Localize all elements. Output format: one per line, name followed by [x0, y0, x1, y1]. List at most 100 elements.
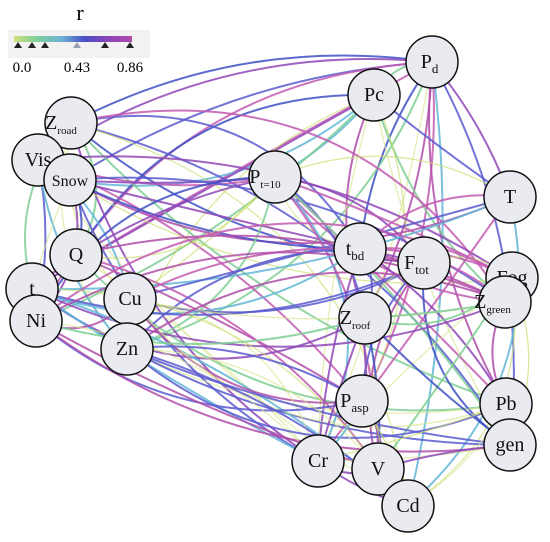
- node-circle: [291, 434, 345, 488]
- node-circle: [9, 294, 63, 348]
- node-label: T: [504, 186, 516, 208]
- network-edge: [70, 114, 361, 250]
- node-circle: [351, 442, 405, 496]
- network-edge: [70, 54, 433, 124]
- node-ftot: Ftot: [397, 236, 451, 290]
- node-label-subscript: d: [432, 61, 439, 76]
- node-q: Q: [49, 228, 103, 282]
- node-label: Vis: [25, 149, 52, 171]
- node-pasp: Pasp: [335, 374, 389, 428]
- node-pt10: Pt=10: [248, 150, 302, 204]
- node-circle: [335, 374, 389, 428]
- node-circle: [347, 68, 401, 122]
- node-circle: [483, 170, 537, 224]
- network-edge: [31, 288, 319, 462]
- node-label: Ni: [26, 310, 46, 332]
- node-label: Pasp: [340, 390, 368, 415]
- network-edge: [274, 155, 511, 198]
- node-label: Pt=10: [249, 166, 281, 191]
- node-cd: Cd: [381, 479, 435, 533]
- node-snow: Snow: [43, 153, 97, 207]
- node-circle: [333, 222, 387, 276]
- legend-tick-marker: [126, 42, 134, 48]
- node-label-subscript: tot: [415, 262, 429, 277]
- node-label: gen: [496, 434, 525, 456]
- node-label: Cr: [308, 450, 328, 472]
- node-label: tbd: [346, 238, 365, 263]
- color-legend: r 0.0 0.43 0.86: [8, 0, 150, 76]
- edge-layer: [24, 54, 530, 507]
- node-v: V: [351, 442, 405, 496]
- node-circle: [248, 150, 302, 204]
- node-label: Pc: [364, 84, 384, 106]
- node-label-subscript: bd: [351, 248, 365, 263]
- network-edge: [35, 320, 319, 462]
- node-label: Zn: [116, 338, 138, 360]
- node-circle: [381, 479, 435, 533]
- network-edge: [70, 122, 409, 507]
- network-edge: [75, 234, 506, 303]
- legend-tick-marker: [28, 42, 36, 48]
- network-edge: [126, 271, 506, 350]
- node-zroof: Zroof: [338, 291, 392, 345]
- node-label: Pb: [495, 393, 516, 415]
- node-circle: [397, 236, 451, 290]
- network-edge: [75, 93, 375, 256]
- node-circle: [405, 35, 459, 89]
- node-label: Cd: [396, 495, 419, 517]
- node-cu: Cu: [103, 272, 157, 326]
- network-edge: [407, 61, 444, 507]
- node-label: V: [371, 458, 386, 480]
- node-circle: [483, 418, 537, 472]
- legend-mid-label: 0.43: [64, 60, 90, 76]
- node-label: Q: [69, 244, 84, 266]
- legend-tick-markers: [14, 42, 134, 48]
- node-label: Zroad: [45, 112, 77, 137]
- node-circle: [49, 228, 103, 282]
- node-circle: [44, 96, 98, 150]
- network-edge: [129, 298, 319, 462]
- legend-title: r: [76, 0, 84, 25]
- network-edge: [75, 254, 319, 462]
- node-zgreen: Zgreen: [474, 275, 532, 329]
- node-label: Snow: [52, 173, 89, 190]
- node-circle: [43, 153, 97, 207]
- node-label-subscript: roof: [352, 320, 371, 332]
- network-edge: [70, 122, 507, 405]
- node-label-subscript: road: [57, 125, 77, 137]
- node-zn: Zn: [100, 322, 154, 376]
- network-edge: [126, 176, 276, 350]
- legend-max-label: 0.86: [117, 60, 144, 76]
- network-edge: [75, 176, 276, 259]
- legend-tick-marker: [73, 42, 81, 48]
- node-label: Ftot: [404, 252, 429, 277]
- node-circle: [338, 291, 392, 345]
- node-gen: gen: [483, 418, 537, 472]
- network-edge: [126, 348, 511, 446]
- node-label: Pd: [421, 51, 439, 76]
- network-edge: [35, 320, 511, 453]
- legend-tick-marker: [41, 42, 49, 48]
- network-edge: [31, 288, 506, 348]
- node-cr: Cr: [291, 434, 345, 488]
- network-edge: [126, 348, 379, 470]
- node-label: Zgreen: [474, 291, 511, 316]
- network-edge: [407, 196, 520, 507]
- node-tbd: tbd: [333, 222, 387, 276]
- network-edge: [129, 298, 363, 404]
- node-t: T: [483, 170, 537, 224]
- legend-tick-marker: [101, 42, 109, 48]
- legend-min-label: 0.0: [13, 60, 32, 76]
- node-pd: Pd: [405, 35, 459, 89]
- node-pc: Pc: [347, 68, 401, 122]
- node-label: t: [29, 278, 35, 300]
- network-edge: [69, 179, 361, 250]
- node-layer: PdPcZroadVisSnowPt=10TQtbdFtotFogtCuZgre…: [5, 35, 539, 533]
- node-pb: Pb: [479, 377, 533, 431]
- network-edge: [70, 109, 506, 303]
- node-zroad: Zroad: [44, 96, 98, 150]
- node-ni: Ni: [9, 294, 63, 348]
- network-edge: [373, 94, 506, 303]
